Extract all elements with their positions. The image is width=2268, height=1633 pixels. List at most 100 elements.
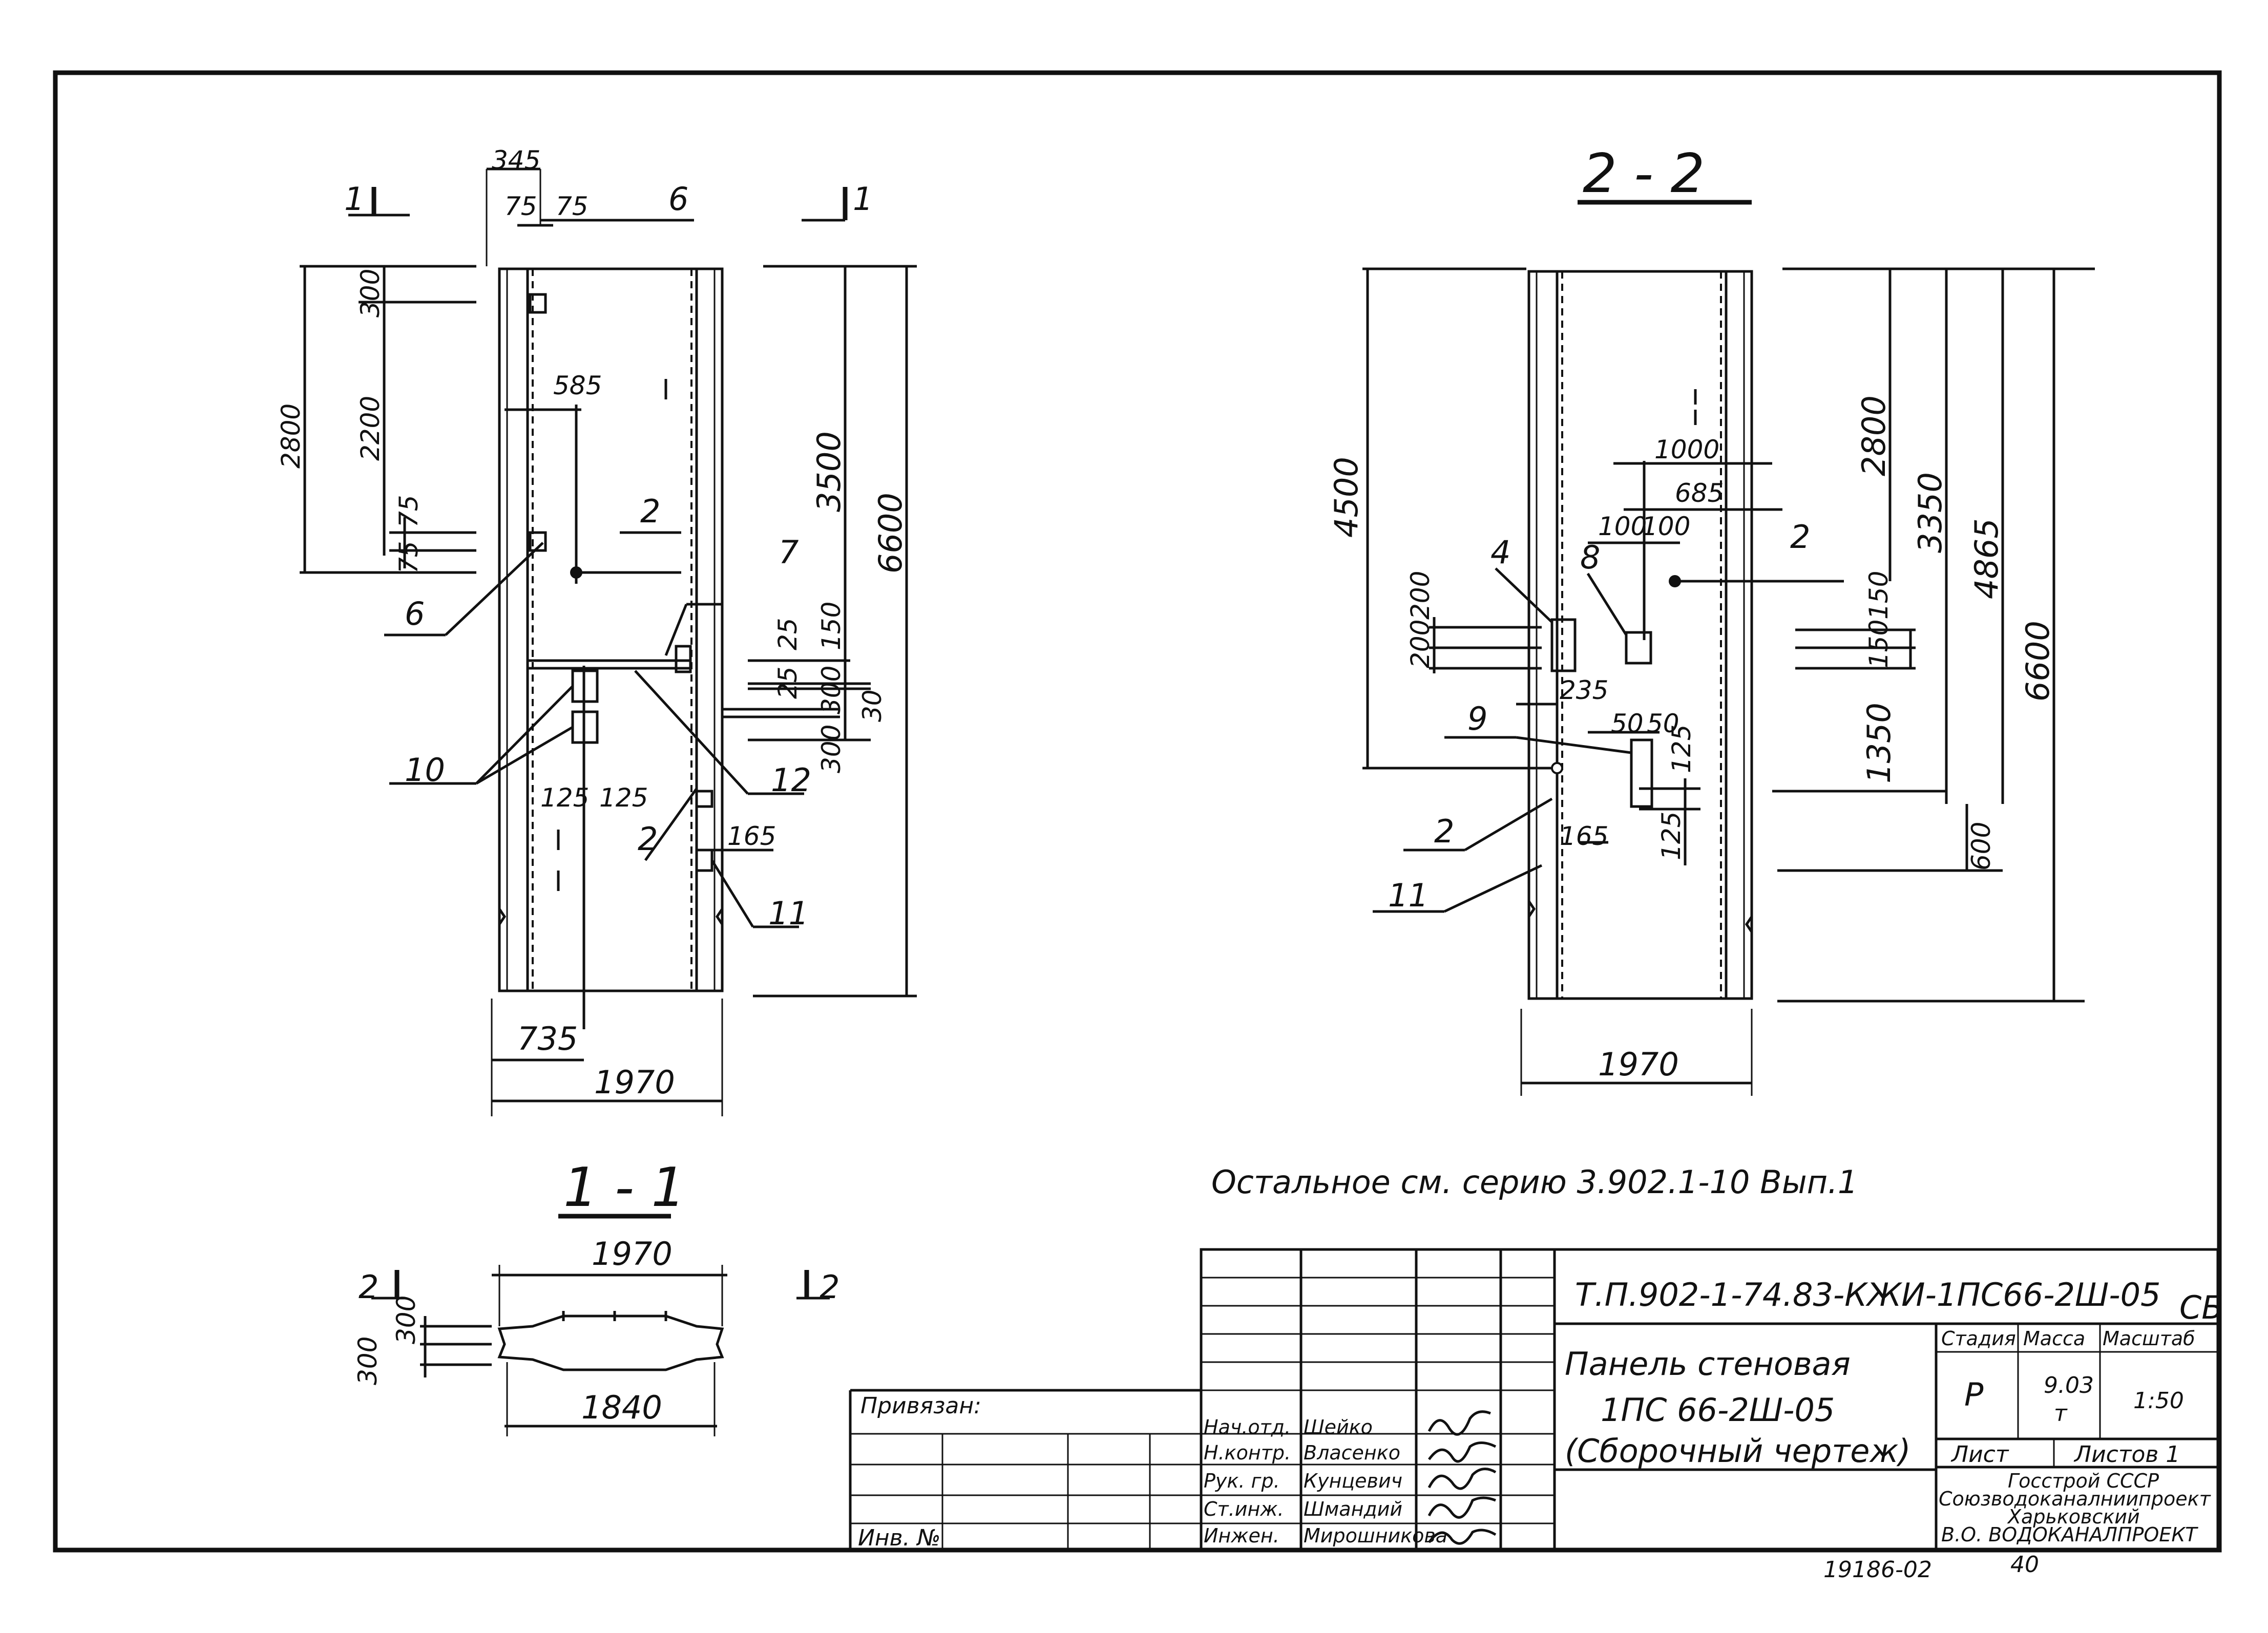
dim-1970: 1970	[592, 1235, 673, 1273]
dim-100: 100	[1642, 512, 1690, 541]
dim-1840: 1840	[581, 1389, 662, 1426]
dim-4500: 4500	[1328, 457, 1365, 538]
sheets-count: Листов 1	[2073, 1441, 2180, 1468]
callout-2: 2	[640, 493, 660, 530]
dim-150: 150	[1864, 620, 1894, 668]
dim-125: 125	[540, 783, 589, 813]
org-line1: Госстрой СССР	[2008, 1470, 2159, 1492]
dim-300: 300	[355, 269, 385, 317]
page-number: 40	[2010, 1552, 2039, 1578]
header-mass: Масса	[2023, 1327, 2085, 1350]
dim-600: 600	[1966, 822, 1996, 871]
callout-10: 10	[405, 751, 445, 789]
callout-9: 9	[1467, 700, 1487, 737]
signatory-name: Шмандий	[1304, 1498, 1402, 1520]
callout-6: 6	[405, 595, 425, 632]
drawing-name-line1: Панель стеновая	[1565, 1345, 1851, 1383]
dim-125: 125	[1667, 725, 1696, 773]
dim-75: 75	[505, 192, 537, 221]
dim-165: 165	[727, 821, 776, 851]
dim-235: 235	[1560, 675, 1608, 705]
dim-200: 200	[1405, 571, 1435, 620]
dim-585: 585	[553, 371, 602, 400]
dim-345: 345	[492, 145, 540, 175]
dim-300: 300	[816, 666, 846, 714]
section-2-2-view	[1362, 200, 2095, 1096]
stage-value: Р	[1964, 1376, 1984, 1413]
dim-165: 165	[1560, 821, 1608, 851]
sheet-label: Лист	[1950, 1441, 2009, 1468]
section-mark-2-right: 2	[820, 1268, 839, 1306]
dim-300: 300	[353, 1337, 383, 1385]
callout-4: 4	[1490, 534, 1510, 571]
dim-150: 150	[816, 602, 846, 650]
callout-12: 12	[771, 761, 811, 799]
dim-75: 75	[394, 541, 424, 574]
inventory-label: Инв. №	[858, 1525, 940, 1551]
dim-50: 50	[1611, 709, 1644, 738]
left-view-labels: 1 1 345 75 75 585 6 6 2 7 10 12 2 11 125…	[276, 145, 909, 1101]
mass-unit: т	[2054, 1401, 2068, 1427]
role-label: Н.контр.	[1204, 1441, 1291, 1464]
dim-3500: 3500	[810, 431, 848, 512]
drawing-name-line3: (Сборочный чертеж)	[1565, 1432, 1911, 1470]
callout-2: 2	[638, 820, 658, 858]
dim-685: 685	[1675, 478, 1724, 508]
dim-1000: 1000	[1654, 435, 1719, 464]
signature	[1427, 1529, 1497, 1545]
org-line2: Союзводоканалниипроект	[1939, 1488, 2212, 1510]
section-title-2-2: 2 - 2	[1583, 142, 1705, 205]
dim-100: 100	[1598, 512, 1647, 541]
dim-25: 25	[773, 666, 803, 699]
callout-2: 2	[1790, 518, 1810, 556]
signature	[1427, 1441, 1497, 1463]
callout-8: 8	[1580, 539, 1600, 576]
left-panel-view	[300, 167, 917, 1116]
dim-1350: 1350	[1860, 703, 1898, 783]
section-2-2-labels: 2 - 2 4500 200 200 235 1000 685 100 100 …	[1328, 142, 2056, 1083]
dim-150: 150	[1864, 571, 1894, 620]
dim-125: 125	[599, 783, 648, 813]
drawing-frame	[53, 70, 2222, 1553]
signature	[1427, 1496, 1496, 1519]
dim-30: 30	[857, 689, 887, 722]
dim-1970: 1970	[594, 1064, 675, 1101]
mass-value: 9.03	[2044, 1372, 2094, 1398]
scale-value: 1:50	[2133, 1388, 2184, 1414]
role-label: Ст.инж.	[1204, 1498, 1284, 1520]
callout-6: 6	[668, 180, 688, 218]
callout-2: 2	[1434, 813, 1454, 850]
dim-735: 735	[517, 1020, 578, 1057]
section-mark-1-left: 1	[344, 180, 364, 218]
role-label: Инжен.	[1204, 1524, 1279, 1547]
callout-11: 11	[1388, 877, 1429, 914]
linked-label: Привязан:	[860, 1393, 981, 1419]
signature	[1427, 1468, 1497, 1490]
section-mark-2-left: 2	[359, 1268, 379, 1306]
dim-2800: 2800	[276, 404, 306, 469]
signatory-name: Власенко	[1304, 1441, 1400, 1464]
dim-50: 50	[1647, 709, 1679, 738]
dim-300: 300	[816, 725, 846, 773]
signature	[1427, 1410, 1491, 1436]
role-label: Нач.отд.	[1204, 1416, 1291, 1438]
header-scale: Масштаб	[2103, 1327, 2195, 1350]
section-1-1-view	[371, 1214, 830, 1436]
dim-2800: 2800	[1855, 395, 1893, 476]
section-title-1-1: 1 - 1	[563, 1156, 685, 1219]
dim-4865: 4865	[1968, 518, 2005, 599]
signatory-name: Кунцевич	[1304, 1470, 1402, 1492]
dim-1970: 1970	[1598, 1046, 1679, 1083]
role-label: Рук. гр.	[1204, 1470, 1280, 1492]
signatory-name: Мирошникова	[1304, 1524, 1447, 1547]
org-line3: Харьковский	[2007, 1505, 2140, 1528]
dim-6600: 6600	[2019, 621, 2056, 702]
dim-3350: 3350	[1912, 472, 1949, 553]
dim-75: 75	[394, 495, 424, 527]
dim-6600: 6600	[872, 493, 909, 574]
dim-25: 25	[773, 618, 803, 650]
dim-125: 125	[1656, 812, 1686, 860]
dim-200: 200	[1405, 620, 1435, 668]
signatory-name: Шейко	[1304, 1416, 1373, 1438]
section-mark-1-right: 1	[853, 180, 873, 218]
